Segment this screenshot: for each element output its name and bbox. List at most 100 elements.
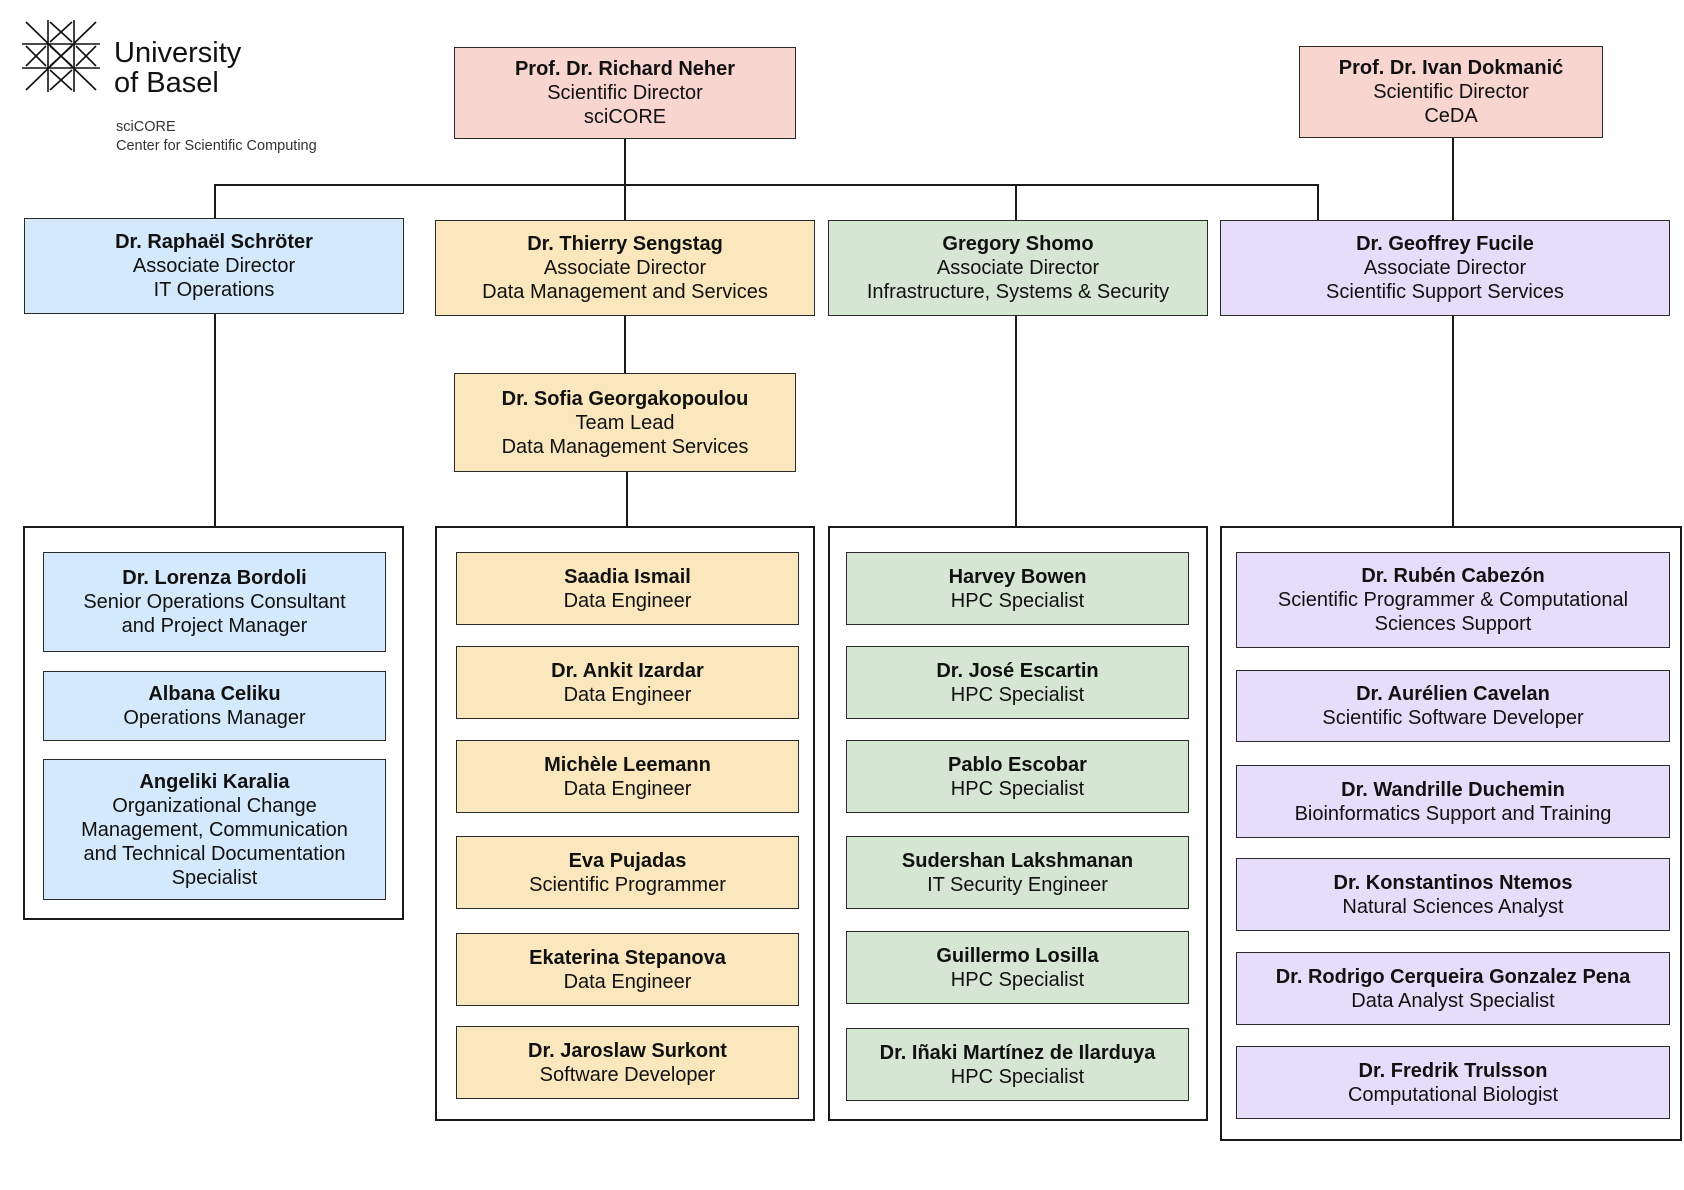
person-role: Associate Director (936, 257, 1100, 279)
person-name: Pablo Escobar (948, 753, 1087, 776)
person-title-line: Data Engineer (563, 970, 692, 993)
person-name: Michèle Leemann (544, 753, 711, 776)
person-unit: Data Management Services (501, 435, 749, 458)
person-title-line: HPC Specialist (950, 1065, 1085, 1088)
connector-line (624, 138, 626, 186)
person-title-line: HPC Specialist (950, 589, 1085, 612)
person-title-line: Bioinformatics Support and Training (1294, 802, 1612, 825)
person-name: Harvey Bowen (948, 565, 1087, 588)
university-name: University of Basel (114, 38, 241, 98)
person-title-line: HPC Specialist (950, 777, 1085, 800)
person-name: Dr. José Escartin (936, 659, 1099, 682)
person-title-line: Organizational Change (112, 794, 317, 817)
person-unit: IT Operations (153, 279, 275, 301)
person-unit: CeDA (1424, 105, 1478, 127)
person-title-line: and Technical Documentation (83, 842, 346, 865)
connector-line (626, 471, 628, 527)
person-role: Associate Director (132, 255, 296, 277)
person-name: Dr. Fredrik Trulsson (1358, 1059, 1548, 1082)
person-name: Dr. Rubén Cabezón (1361, 565, 1545, 587)
person-name: Ekaterina Stepanova (529, 946, 726, 969)
person-name: Albana Celiku (148, 683, 281, 705)
person-name: Dr. Wandrille Duchemin (1341, 778, 1565, 801)
connector-line (214, 184, 1318, 186)
person-title-line: Data Engineer (563, 777, 692, 800)
team-group-data-management (435, 526, 815, 1121)
person-name: Dr. Sofia Georgakopoulou (501, 387, 749, 410)
center-name: sciCORE Center for Scientific Computing (116, 118, 317, 156)
person-title-line: Software Developer (539, 1063, 716, 1086)
person-title-line: Operations Manager (123, 707, 306, 729)
center-short-name: sciCORE (116, 119, 176, 135)
person-name: Dr. Jaroslaw Surkont (528, 1039, 727, 1062)
person-title-line: HPC Specialist (950, 683, 1085, 706)
team-lead-box: Dr. Sofia Georgakopoulou Team Lead Data … (454, 373, 796, 472)
university-of-basel-star-icon (22, 20, 100, 92)
person-role: Associate Director (543, 257, 707, 279)
director-box-neher: Prof. Dr. Richard Neher Scientific Direc… (454, 47, 796, 139)
person-name: Angeliki Karalia (139, 770, 290, 793)
person-name: Guillermo Losilla (936, 944, 1099, 967)
person-name: Gregory Shomo (942, 233, 1094, 255)
person-name: Dr. Geoffrey Fucile (1356, 233, 1534, 255)
person-name: Dr. Konstantinos Ntemos (1333, 871, 1573, 894)
person-title-line: Data Engineer (563, 589, 692, 612)
person-name: Dr. Ankit Izardar (551, 659, 704, 682)
person-name: Eva Pujadas (568, 849, 687, 872)
university-name-line1: University (114, 37, 242, 69)
person-title-line: Computational Biologist (1347, 1083, 1559, 1106)
person-role: Scientific Director (1373, 81, 1529, 103)
person-unit: Infrastructure, Systems & Security (866, 281, 1170, 303)
connector-line (1015, 184, 1017, 222)
connector-line (214, 313, 216, 527)
connector-line (1317, 184, 1319, 222)
associate-box-it-operations: Dr. Raphaël Schröter Associate Director … (24, 218, 404, 314)
person-title-line: Data Engineer (563, 683, 692, 706)
associate-box-infrastructure: Gregory Shomo Associate Director Infrast… (828, 220, 1208, 316)
person-role: Associate Director (1363, 257, 1527, 279)
person-name: Dr. Iñaki Martínez de Ilarduya (879, 1041, 1156, 1064)
director-box-dokmanic: Prof. Dr. Ivan Dokmanić Scientific Direc… (1299, 46, 1603, 138)
team-group-infrastructure (828, 526, 1208, 1121)
person-title-line: Specialist (171, 866, 258, 889)
person-role: Team Lead (575, 411, 675, 434)
person-title-line: Scientific Software Developer (1322, 707, 1584, 729)
person-title-line: Management, Communication (81, 818, 348, 841)
connector-line (624, 315, 626, 375)
associate-box-data-management: Dr. Thierry Sengstag Associate Director … (435, 220, 815, 316)
connector-line (214, 184, 216, 220)
connector-line (1452, 315, 1454, 527)
person-title-line: Sciences Support (1374, 613, 1532, 635)
person-title-line: IT Security Engineer (927, 873, 1108, 896)
person-role: Scientific Director (547, 82, 703, 104)
person-title-line: and Project Manager (121, 615, 308, 637)
person-title-line: Data Analyst Specialist (1351, 989, 1555, 1012)
person-name: Prof. Dr. Richard Neher (514, 58, 736, 80)
connector-line (1015, 315, 1017, 527)
person-title-line: Scientific Programmer & Computational (1277, 589, 1629, 611)
person-name: Dr. Raphaël Schröter (115, 231, 313, 253)
connector-line (624, 184, 626, 220)
person-unit: Scientific Support Services (1326, 281, 1564, 303)
center-full-name: Center for Scientific Computing (116, 138, 317, 154)
person-name: Dr. Lorenza Bordoli (122, 567, 307, 589)
